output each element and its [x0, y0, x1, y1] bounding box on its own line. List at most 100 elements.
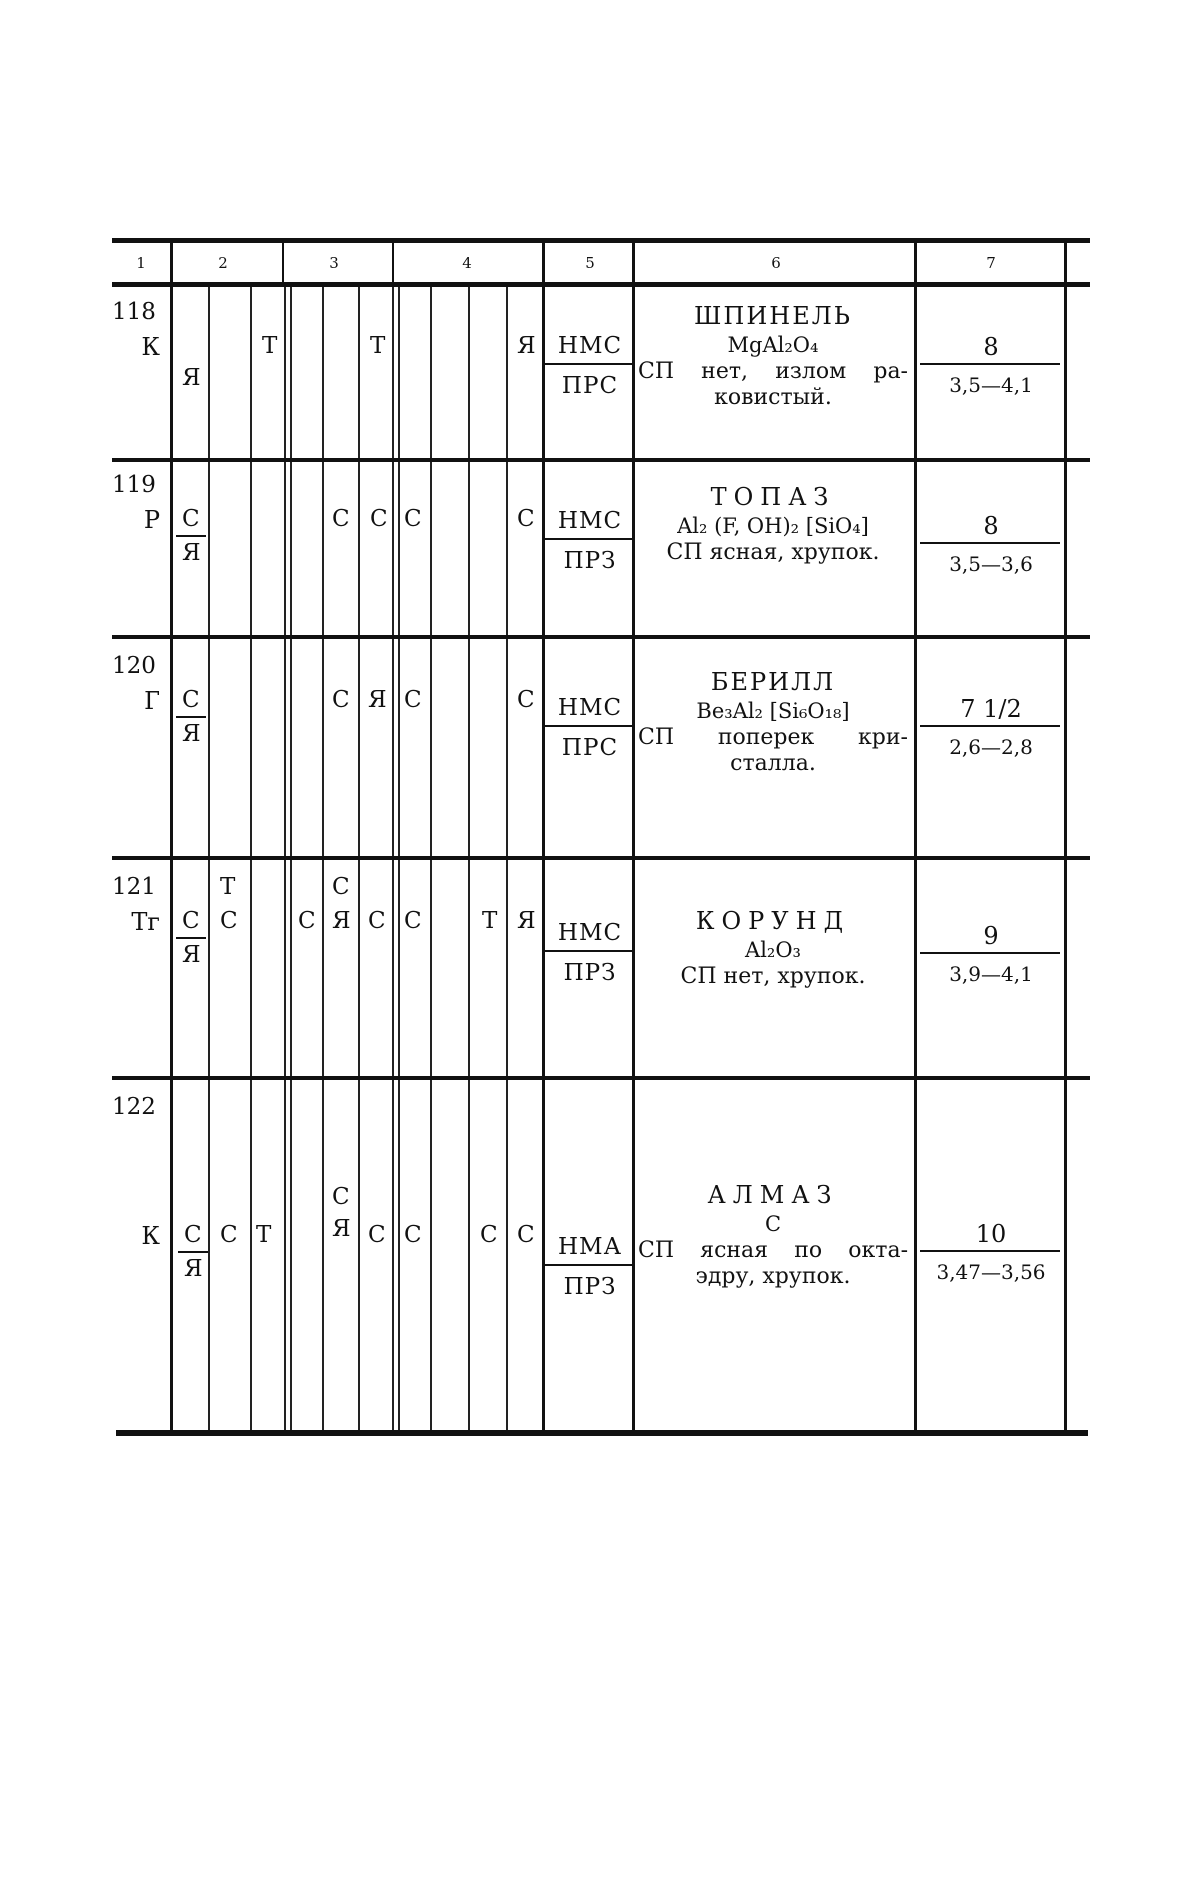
mark: Я: [517, 908, 536, 934]
col-border-6: [914, 243, 917, 1430]
mineral-name: АЛМАЗ: [707, 1181, 839, 1209]
row-number: 122: [112, 1094, 156, 1120]
mineral-cell: КОРУНД Al₂O₃ СП нет, хрупок.: [632, 906, 914, 990]
mark: С: [404, 1222, 422, 1248]
col7-fraction-line: [920, 952, 1060, 954]
row-rule: [112, 635, 1090, 639]
col5-top: НМС: [557, 508, 623, 534]
mark: Я: [517, 333, 536, 359]
col5-bottom: ПРЗ: [563, 1274, 617, 1300]
mark: С: [368, 1222, 386, 1248]
col5-fraction-line: [544, 538, 634, 540]
row-letter: К: [141, 1222, 160, 1250]
mark: Т: [482, 908, 498, 934]
mineral-name: ТОПАЗ: [710, 483, 836, 511]
col7-fraction-line: [920, 542, 1060, 544]
col-border-3-head: [392, 243, 394, 283]
col7-fraction-line: [920, 363, 1060, 365]
col5-top: НМА: [557, 1234, 623, 1260]
mineral-description: СП нет, хрупок.: [680, 964, 866, 989]
mark: С: [182, 687, 200, 713]
mark: С: [332, 506, 350, 532]
mark-fraction-line: [176, 716, 206, 718]
table-row: 119 Р С Я С С С С НМС ПРЗ ТОПАЗ Al₂ (F, …: [112, 462, 1090, 635]
mark: С: [404, 687, 422, 713]
row-number: 119: [112, 472, 156, 498]
mineral-name: КОРУНД: [695, 907, 851, 935]
mark: Т: [262, 333, 278, 359]
header-bottom-rule: [112, 282, 1090, 287]
mark: Я: [182, 540, 201, 566]
col7-fraction-line: [920, 1250, 1060, 1252]
table-row: 121 Тг С Я Т С С С Я С С Т Я НМС ПРЗ КОР…: [112, 860, 1090, 1076]
col-border-1: [170, 243, 173, 1430]
mark-fraction-line: [178, 1251, 208, 1253]
mineral-formula: Be₃Al₂ [Si₆O₁₈]: [696, 699, 850, 723]
table-row: 120 Г С Я С Я С С НМС ПРС БЕРИЛЛ Be₃Al₂ …: [112, 639, 1090, 856]
mark: Я: [182, 721, 201, 747]
col5-fraction-line: [544, 950, 634, 952]
mineral-cell: ТОПАЗ Al₂ (F, OH)₂ [SiO₄] СП ясная, хруп…: [632, 482, 914, 566]
mark: С: [184, 1222, 202, 1248]
density: 2,6—2,8: [949, 735, 1033, 759]
header-col-3: 3: [329, 253, 339, 272]
mark: С: [404, 908, 422, 934]
col5-bottom: ПРЗ: [563, 960, 617, 986]
col-border-2-head: [282, 243, 284, 283]
mark: С: [220, 1222, 238, 1248]
mark: С: [220, 908, 238, 934]
mineral-name: ШПИНЕЛЬ: [694, 302, 852, 330]
mineral-cell: БЕРИЛЛ Be₃Al₂ [Si₆O₁₈] СП поперек кри-ст…: [632, 667, 914, 777]
col5-bottom: ПРС: [561, 373, 619, 399]
col5-fraction-line: [544, 1264, 634, 1266]
density: 3,9—4,1: [949, 962, 1033, 986]
row-letter: Р: [143, 506, 160, 534]
row-rule: [112, 1076, 1090, 1080]
row-rule: [112, 856, 1090, 860]
col5-fraction-line: [544, 725, 634, 727]
mark: С: [368, 908, 386, 934]
mark: Я: [182, 365, 201, 391]
table-row: 122 К С Я С Т С Я С С С С НМА ПРЗ АЛМАЗ …: [112, 1080, 1090, 1430]
mineral-cell: ШПИНЕЛЬ MgAl₂O₄ СП нет, излом ра-ковисты…: [632, 301, 914, 411]
mark: Я: [368, 687, 387, 713]
header-col-5: 5: [585, 253, 595, 272]
hardness: 7 1/2: [960, 695, 1022, 723]
mineral-description: СП поперек кри-сталла.: [638, 725, 908, 776]
col-border-5: [632, 243, 635, 1430]
mineral-name: БЕРИЛЛ: [710, 668, 836, 696]
col5-fraction-line: [544, 363, 634, 365]
mark: Т: [256, 1222, 272, 1248]
mark-fraction-line: [176, 535, 206, 537]
header-col-6: 6: [771, 253, 781, 272]
row-rule: [112, 458, 1090, 462]
table-row: 118 К Я Т Т Я НМС ПРС ШПИНЕЛЬ MgAl₂O₄ СП…: [112, 287, 1090, 458]
hardness: 8: [983, 333, 999, 361]
col-border-7: [1064, 243, 1067, 1430]
header-col-1: 1: [136, 253, 146, 272]
mark: С: [480, 1222, 498, 1248]
table-top-rule: [112, 238, 1090, 243]
density: 3,5—4,1: [949, 373, 1033, 397]
hardness: 10: [975, 1220, 1007, 1248]
mark: С: [517, 687, 535, 713]
mark: С: [517, 1222, 535, 1248]
col5-top: НМС: [557, 920, 623, 946]
row-letter: К: [141, 333, 160, 361]
mark: С: [517, 506, 535, 532]
table-header: 1 2 3 4 5 6 7: [112, 243, 1090, 282]
mark: С: [370, 506, 388, 532]
mineral-description: СП нет, излом ра-ковистый.: [638, 359, 908, 410]
col5-top: НМС: [557, 333, 623, 359]
mark: Я: [184, 1256, 203, 1282]
mark: Я: [332, 908, 351, 934]
header-col-4: 4: [462, 253, 472, 272]
header-col-2: 2: [218, 253, 228, 272]
mineral-cell: АЛМАЗ C СП ясная по окта-эдру, хрупок.: [632, 1180, 914, 1290]
hardness: 9: [983, 922, 999, 950]
header-col-7: 7: [986, 253, 996, 272]
row-number: 121: [112, 874, 156, 900]
mark: Т: [220, 874, 236, 900]
mineral-formula: MgAl₂O₄: [727, 333, 819, 357]
density: 3,5—3,6: [949, 552, 1033, 576]
